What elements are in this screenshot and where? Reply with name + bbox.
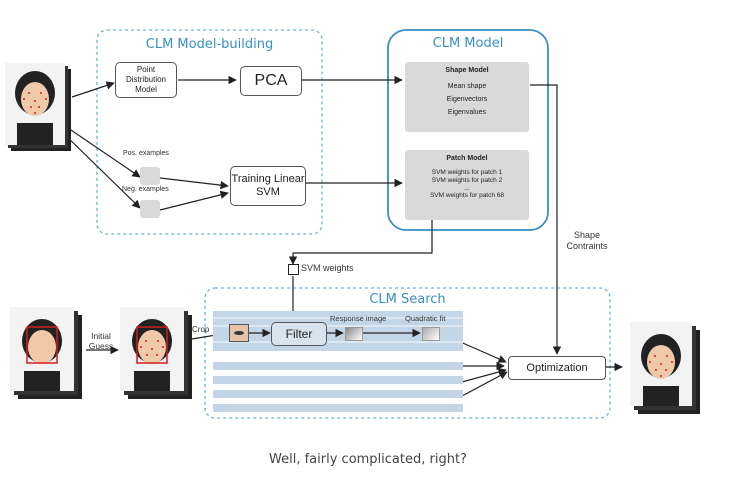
caption-text: Well, fairly complicated, right? <box>269 452 467 467</box>
patch-item-3: SVM weights for patch 68 <box>429 192 505 199</box>
search-strip-4 <box>213 390 463 398</box>
point-distribution-model-box: Point Distribution Model <box>115 62 177 98</box>
filter-label: Filter <box>285 327 313 341</box>
filter-box: Filter <box>271 322 327 346</box>
clm-search-panel <box>204 287 611 419</box>
pos-examples-label: Pos. examples <box>123 150 169 157</box>
point-distribution-model-label: Point Distribution Model <box>125 65 166 94</box>
optimization-box: Optimization <box>508 356 606 380</box>
patch-model-title: Patch Model <box>446 155 488 162</box>
patch-item-2: ... <box>464 185 470 192</box>
neg-examples-label: Neg. examples <box>122 186 169 193</box>
svm-weights-square <box>288 264 299 275</box>
shape-item-0: Mean shape <box>447 83 487 90</box>
shape-constraints-label: Shape Contraints <box>566 230 608 251</box>
training-svm-label: Training Linear SVM <box>231 173 305 198</box>
model-building-panel <box>96 29 323 235</box>
shape-item-2: Eigenvalues <box>447 109 487 116</box>
response-image-thumb <box>345 327 363 341</box>
clm-search-title: CLM Search <box>369 292 446 307</box>
patch-item-0: SVM weights for patch 1 <box>431 169 503 176</box>
shape-model-title: Shape Model <box>445 67 489 74</box>
face-image-input <box>10 307 82 399</box>
search-strip-3 <box>213 376 463 384</box>
clm-model-title: CLM Model <box>432 36 504 51</box>
patch-model-box: Patch Model SVM weights for patch 1 SVM … <box>405 150 529 220</box>
training-svm-box: Training Linear SVM <box>230 166 306 206</box>
face-image-guess <box>120 307 192 399</box>
pos-example-thumb <box>140 167 160 185</box>
face-image-training <box>5 63 71 151</box>
svm-weights-label: SVM weights <box>301 263 354 273</box>
model-building-title: CLM Model-building <box>145 37 274 52</box>
pca-box: PCA <box>240 66 302 96</box>
neg-example-thumb <box>140 200 160 218</box>
search-strip-5 <box>213 404 463 412</box>
response-image-label: Response image <box>330 314 387 323</box>
crop-label: Crop <box>192 325 210 334</box>
search-strip-2 <box>213 362 463 370</box>
clm-model-panel <box>387 29 549 231</box>
optimization-label: Optimization <box>526 362 588 374</box>
face-image-result <box>630 322 700 414</box>
pca-label: PCA <box>254 72 288 89</box>
eye-patch-thumb <box>229 324 249 342</box>
shape-model-box: Shape Model Mean shape Eigenvectors Eige… <box>405 62 529 132</box>
shape-item-1: Eigenvectors <box>446 96 488 103</box>
quadratic-fit-thumb <box>422 327 440 341</box>
initial-guess-label: Initial Guess <box>88 331 114 351</box>
patch-item-1: SVM weights for patch 2 <box>431 177 503 184</box>
quadratic-fit-label: Quadratic fit <box>405 314 446 323</box>
